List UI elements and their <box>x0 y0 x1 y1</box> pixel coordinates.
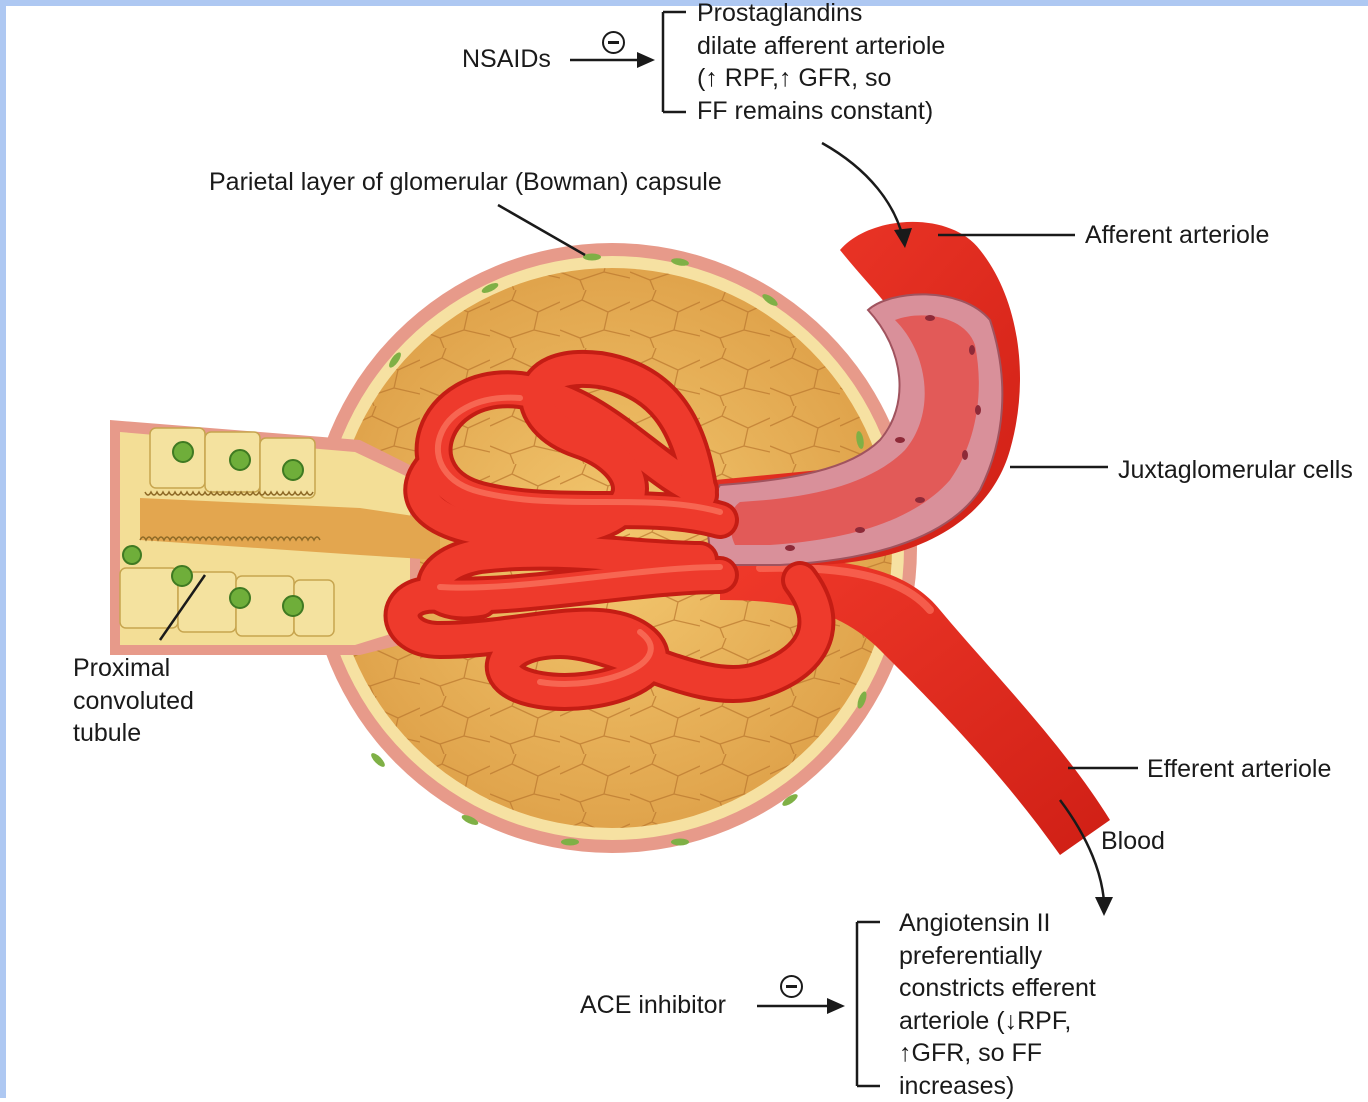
parietal-leader <box>498 205 585 255</box>
angiotensin-line-6: increases) <box>899 1070 1096 1102</box>
blood-label: Blood <box>1101 825 1165 858</box>
juxtaglomerular-cells-label: Juxtaglomerular cells <box>1118 454 1353 487</box>
parietal-layer-label: Parietal layer of glomerular (Bowman) ca… <box>209 166 722 199</box>
proximal-line-1: Proximal <box>73 652 194 685</box>
prostaglandin-curve-arrow <box>822 143 903 238</box>
proximal-line-3: tubule <box>73 717 194 750</box>
angiotensin-line-4: arteriole (↓RPF, <box>899 1005 1096 1038</box>
angiotensin-line-3: constricts efferent <box>899 972 1096 1005</box>
proximal-line-2: convoluted <box>73 685 194 718</box>
efferent-arteriole-label: Efferent arteriole <box>1147 753 1331 786</box>
prostaglandins-line-2: dilate afferent arteriole <box>697 30 945 63</box>
angiotensin-line-1: Angiotensin II <box>899 907 1096 940</box>
prostaglandins-line-4: FF remains constant) <box>697 95 945 128</box>
angiotensin-line-2: preferentially <box>899 940 1096 973</box>
afferent-arteriole-label: Afferent arteriole <box>1085 219 1269 252</box>
angiotensin-line-5: ↑GFR, so FF <box>899 1037 1096 1070</box>
proximal-tubule-label: Proximal convoluted tubule <box>73 652 194 750</box>
prostaglandins-line-3: (↑ RPF,↑ GFR, so <box>697 62 945 95</box>
nsaid-inhibition-icon <box>602 31 625 54</box>
angiotensin-text: Angiotensin II preferentially constricts… <box>899 907 1096 1102</box>
ace-inhibition-icon <box>780 975 803 998</box>
prostaglandins-text: Prostaglandins dilate afferent arteriole… <box>697 0 945 127</box>
nsaids-label: NSAIDs <box>462 43 551 76</box>
prostaglandins-line-1: Prostaglandins <box>697 0 945 30</box>
ace-inhibitor-label: ACE inhibitor <box>580 989 726 1022</box>
